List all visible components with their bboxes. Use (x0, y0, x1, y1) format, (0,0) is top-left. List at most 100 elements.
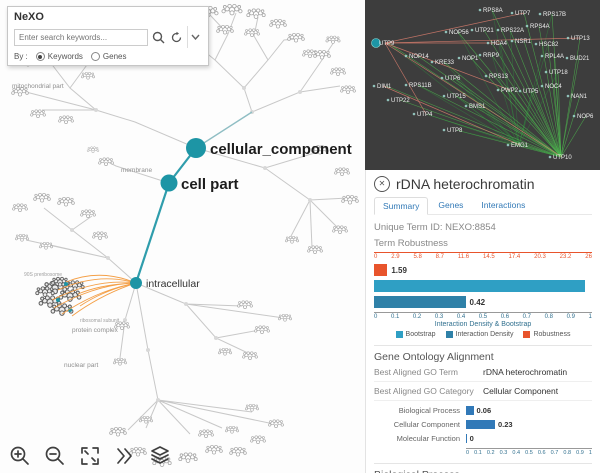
chevron-down-icon[interactable] (187, 26, 202, 48)
node-cell-part[interactable] (160, 174, 178, 192)
alignment-row-term-value: rDNA heterochromatin (483, 367, 568, 377)
gene-node-dot (484, 74, 488, 78)
gene-node-label[interactable]: NAN1 (571, 94, 588, 100)
gene-node-label[interactable]: HCA4 (491, 41, 508, 47)
gene-node-dot (566, 36, 570, 40)
gene-node-label[interactable]: BUD21 (570, 56, 590, 62)
label-intracellular[interactable]: intracellular (146, 278, 200, 290)
root-edge (195, 111, 253, 149)
layers-button[interactable] (148, 444, 172, 468)
gene-node-label[interactable]: RPS11B (409, 83, 432, 89)
tree-toolbar (8, 444, 172, 468)
gene-node-label[interactable]: UTP4 (417, 112, 433, 118)
label-ribosomal-subunit[interactable]: ribosomal subunit (80, 318, 120, 324)
gene-node-dot (544, 70, 548, 74)
gene-node-label[interactable]: UTP5 (523, 89, 539, 95)
gene-node-label[interactable]: RPS4A (530, 24, 550, 30)
gene-node-label[interactable]: UTP6 (445, 76, 461, 82)
node-intracellular[interactable] (130, 277, 142, 289)
label-nuclear-part[interactable]: nuclear part (64, 362, 99, 369)
gene-node-label[interactable]: RPS13 (489, 74, 509, 80)
gene-node-label[interactable]: HSC82 (539, 42, 559, 48)
gene-node-dot (540, 84, 544, 88)
gene-node-label[interactable]: UTP7 (515, 11, 531, 17)
by-label: By : (14, 52, 28, 61)
gene-node-dot (478, 53, 482, 57)
ontology-tree-canvas[interactable]: cellular_component cell part intracellul… (0, 0, 365, 473)
gene-node-label[interactable]: KRE33 (435, 60, 455, 66)
gene-node-label[interactable]: UTP21 (475, 28, 494, 34)
gene-node-label[interactable]: RPS17B (543, 12, 566, 18)
gene-node-label[interactable]: UTP9 (379, 41, 395, 47)
radio-keywords-label: Keywords (47, 52, 83, 61)
radio-genes[interactable]: Genes (90, 52, 126, 61)
gene-network-canvas[interactable]: RPS8A UTP7 RPS17B UTP13 NOP56 UTP21 RPS22A RPS4… (365, 0, 600, 170)
tree-leaf-clusters (11, 3, 359, 468)
label-mitochondrial-part[interactable]: mitochondrial part (12, 83, 64, 90)
radio-genes-circle[interactable] (90, 52, 100, 61)
gene-node-label[interactable]: NOP6 (577, 114, 594, 120)
gene-node-label[interactable]: UTP15 (447, 94, 466, 100)
chart-bar-robustness: 1.59 (374, 264, 592, 276)
robustness-axis-caption: Interaction Density & Bootstrap (434, 321, 532, 328)
expand-chevrons-button[interactable] (113, 444, 137, 468)
search-icon[interactable] (151, 30, 166, 45)
zoom-in-button[interactable] (8, 444, 32, 468)
close-icon[interactable]: ✕ (374, 176, 390, 192)
gene-node-dot (548, 155, 552, 159)
gene-node-dot (430, 60, 434, 64)
tab-genes[interactable]: Genes (438, 200, 464, 210)
node-cellular-component[interactable] (186, 138, 206, 158)
search-input[interactable] (14, 28, 148, 46)
gene-node-label[interactable]: UTP13 (571, 36, 590, 42)
detail-tabs: Summary Genes Interactions (374, 197, 592, 215)
gene-node-dot (442, 128, 446, 132)
gene-node-dot (478, 8, 482, 12)
gene-node-dot (371, 38, 381, 48)
gene-node-label[interactable]: RPS22A (501, 28, 524, 34)
biological-process-heading: Biological Process (374, 463, 592, 473)
tree-branches (25, 12, 349, 435)
label-preribosome[interactable]: 90S preribosome (24, 272, 62, 278)
gene-node-label[interactable]: BMS1 (469, 104, 486, 110)
gene-node-dot (540, 54, 544, 58)
gene-node-label[interactable]: RPS8A (483, 8, 503, 14)
unique-term-id: Unique Term ID: NEXO:8854 (374, 222, 496, 233)
label-membrane[interactable]: membrane (121, 167, 152, 174)
gene-node-label[interactable]: NOP56 (449, 30, 469, 36)
label-cellular-component[interactable]: cellular_component (210, 141, 352, 158)
reset-icon[interactable] (169, 30, 184, 45)
label-protein-complex[interactable]: protein complex (72, 327, 119, 334)
gene-node-label[interactable]: NOC4 (545, 84, 562, 90)
term-title: rDNA heterochromatin (396, 176, 535, 192)
label-cell-part[interactable]: cell part (181, 176, 239, 193)
gene-node-label[interactable]: NOP1 (462, 56, 479, 62)
gene-node-dot (464, 104, 468, 108)
tab-interactions[interactable]: Interactions (481, 200, 526, 210)
gene-node-label[interactable]: NOP14 (409, 54, 429, 60)
gene-node-label[interactable]: NSR1 (515, 39, 532, 45)
gene-node-dot (404, 83, 408, 87)
gene-node-label[interactable]: EMG1 (511, 143, 529, 149)
gene-node-label[interactable]: UTP22 (391, 98, 410, 104)
gene-node-label[interactable]: RRP9 (483, 53, 500, 59)
gene-node-label[interactable]: UTP18 (549, 70, 568, 76)
gene-node-label[interactable]: PWP2 (501, 88, 519, 94)
term-detail-panel: ✕ rDNA heterochromatin Summary Genes Int… (365, 170, 600, 473)
radio-keywords[interactable]: Keywords (35, 52, 83, 61)
gene-node-label[interactable]: UTP10 (553, 155, 572, 161)
alignment-row-category: Best Aligned GO Category Cellular Compon… (374, 382, 592, 401)
fit-to-screen-button[interactable] (78, 444, 102, 468)
app-title: NeXO (14, 11, 44, 23)
zoom-out-button[interactable] (43, 444, 67, 468)
gene-node-label[interactable]: RPL4A (545, 54, 564, 60)
gene-node-dot (565, 56, 569, 60)
gene-node-dot (386, 98, 390, 102)
gene-node-label[interactable]: UTP8 (447, 128, 463, 134)
gene-node-label[interactable]: DIM1 (377, 84, 392, 90)
radio-keywords-circle[interactable] (35, 52, 45, 61)
tab-summary[interactable]: Summary (374, 197, 429, 215)
